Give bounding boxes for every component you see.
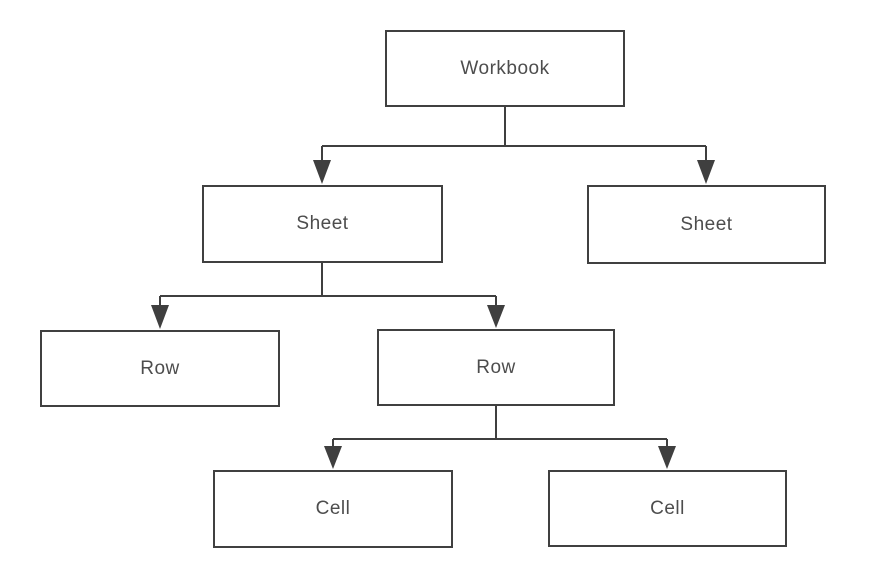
node-label: Row [140, 357, 180, 379]
node-label: Workbook [460, 57, 550, 79]
arrow-down-icon [324, 446, 342, 469]
node-workbook: Workbook [385, 30, 625, 107]
node-label: Row [476, 356, 516, 378]
arrow-down-icon [487, 305, 505, 328]
arrow-down-icon [313, 160, 331, 184]
node-row-center: Row [377, 329, 615, 406]
node-label: Cell [315, 498, 351, 519]
node-label: Cell [650, 497, 685, 519]
node-label: Sheet [296, 213, 349, 234]
node-cell-right: Cell [548, 470, 787, 547]
arrow-down-icon [658, 446, 676, 469]
node-row-left: Row [40, 330, 280, 407]
node-sheet-left: Sheet [202, 185, 443, 263]
node-cell-left: Cell [213, 470, 453, 548]
arrow-down-icon [697, 160, 715, 184]
node-label: Sheet [680, 213, 733, 235]
arrow-down-icon [151, 305, 169, 329]
node-sheet-right: Sheet [587, 185, 826, 264]
